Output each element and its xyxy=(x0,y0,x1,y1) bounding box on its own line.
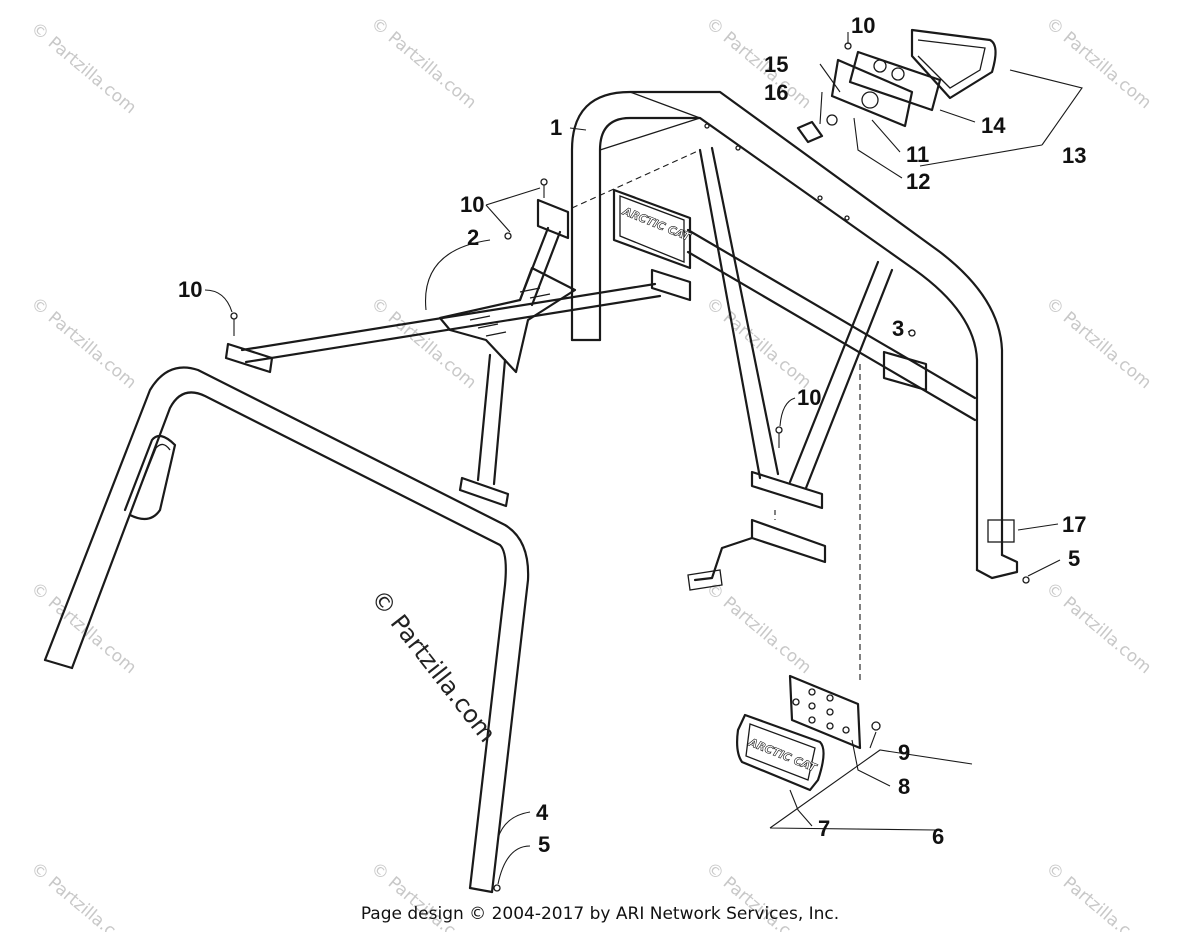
callout-17: 17 xyxy=(1062,512,1086,537)
rear-roll-bar xyxy=(570,90,1019,580)
callout-4: 4 xyxy=(536,800,549,825)
front-roll-bar xyxy=(43,366,530,894)
lower-reflector-assembly: ARCTIC CAT xyxy=(736,674,881,792)
callout-1: 1 xyxy=(550,115,562,140)
watermark: © Partzilla.com xyxy=(367,294,480,394)
callout-10: 10 xyxy=(851,13,875,38)
callout-11: 11 xyxy=(906,142,929,167)
callout-5: 5 xyxy=(1068,546,1080,571)
callout-12: 12 xyxy=(906,169,930,194)
callout-5: 5 xyxy=(538,832,550,857)
watermark: © Partzilla.com xyxy=(27,294,140,394)
callout-6: 6 xyxy=(932,824,944,849)
watermark: © Partzilla.com xyxy=(27,19,140,119)
fasteners xyxy=(230,42,1030,892)
watermark: © Partzilla.com xyxy=(27,579,140,679)
watermark: © Partzilla.com xyxy=(367,14,480,114)
callout-7: 7 xyxy=(818,816,830,841)
watermark-layer: © Partzilla.com © Partzilla.com © Partzi… xyxy=(27,14,1155,932)
callout-labels: 1 2 3 4 5 5 6 7 8 9 10 10 10 10 11 12 13… xyxy=(178,13,1086,857)
leader-lines xyxy=(204,32,1083,885)
bulb xyxy=(826,114,838,126)
callout-3: 3 xyxy=(892,316,904,341)
callout-9: 9 xyxy=(898,740,910,765)
callout-2: 2 xyxy=(467,225,479,250)
callout-10: 10 xyxy=(460,192,484,217)
bracket-holes xyxy=(792,688,850,734)
watermark-center: © Partzilla.com xyxy=(365,584,501,747)
cross-brace xyxy=(224,198,692,508)
watermark: © Partzilla.com xyxy=(1042,294,1155,394)
watermark: © Partzilla.com xyxy=(702,579,815,679)
callout-13: 13 xyxy=(1062,143,1086,168)
callout-16: 16 xyxy=(764,80,788,105)
watermark: © Partzilla.com xyxy=(702,14,815,114)
fastener xyxy=(871,721,881,731)
callout-10: 10 xyxy=(797,385,821,410)
callout-10: 10 xyxy=(178,277,202,302)
lower-mount-bracket xyxy=(687,510,827,591)
watermark: © Partzilla.com xyxy=(1042,14,1155,114)
decal xyxy=(987,519,1015,543)
taillight-assembly xyxy=(796,28,997,144)
callout-15: 15 xyxy=(764,52,788,77)
upper-reflector: ARCTIC CAT xyxy=(612,188,694,270)
callout-8: 8 xyxy=(898,774,910,799)
callout-14: 14 xyxy=(981,113,1006,138)
center-plate-slots xyxy=(469,287,551,337)
watermark: © Partzilla.com xyxy=(1042,579,1155,679)
footer-copyright: Page design © 2004-2017 by ARI Network S… xyxy=(360,904,840,924)
bulb-socket xyxy=(796,120,824,144)
